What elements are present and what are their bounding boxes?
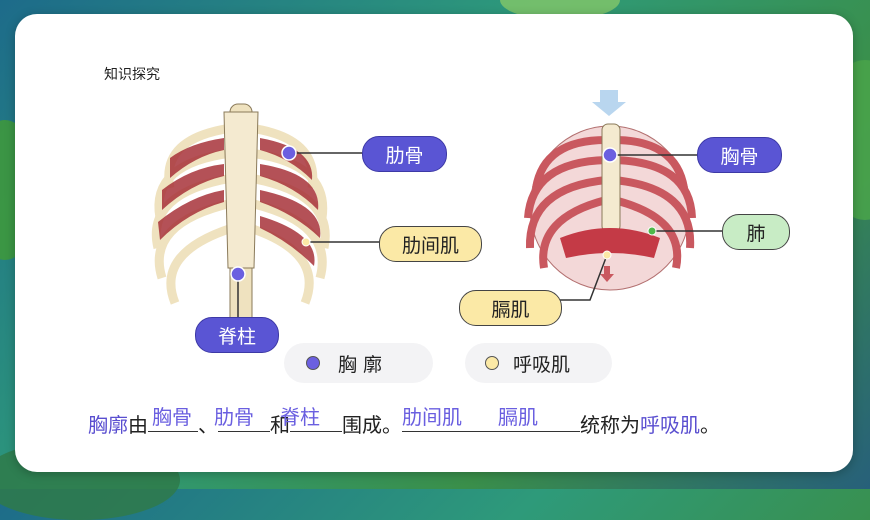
sentence-text: 围成。 bbox=[342, 413, 402, 437]
blank-1-answer: 胸骨 bbox=[152, 405, 192, 429]
blank-5-answer: 膈肌 bbox=[498, 405, 538, 429]
sentence-text: 、 bbox=[198, 413, 218, 437]
sentence-text: 。 bbox=[700, 413, 720, 437]
blank-2[interactable]: 肋骨 bbox=[214, 405, 270, 432]
blank-4[interactable]: 肋间肌 bbox=[402, 405, 494, 432]
blank-5[interactable]: 膈肌 bbox=[494, 405, 580, 432]
diaphragm-marker bbox=[602, 250, 612, 260]
blank-3[interactable]: 脊柱 bbox=[280, 405, 342, 432]
rib-marker bbox=[281, 145, 297, 161]
blank-3-answer: 脊柱 bbox=[280, 405, 320, 429]
spine-marker bbox=[230, 266, 246, 282]
rib-label: 肋骨 bbox=[362, 136, 447, 172]
legend-respiratory-muscle-label: 呼吸肌 bbox=[513, 353, 571, 376]
blank-4-answer: 肋间肌 bbox=[402, 405, 462, 429]
spine-label: 脊柱 bbox=[195, 317, 279, 353]
sternum-marker bbox=[602, 147, 618, 163]
diaphragm-label: 膈肌 bbox=[459, 290, 562, 326]
blank-1[interactable]: 胸骨 bbox=[148, 405, 198, 432]
lung-marker bbox=[647, 226, 657, 236]
label-connectors bbox=[230, 145, 722, 318]
sentence-text: 由 bbox=[128, 413, 148, 437]
fill-in-sentence: 胸廓由胸骨、肋骨和脊柱围成。肋间肌 膈肌 统称为呼吸肌。 bbox=[88, 405, 720, 438]
blank-2-answer: 肋骨 bbox=[214, 405, 254, 429]
lung-label: 肺 bbox=[722, 214, 790, 250]
intercostal-marker bbox=[301, 237, 311, 247]
legend-thorax: 胸 廓 bbox=[284, 343, 433, 383]
section-title: 知识探究 bbox=[104, 67, 160, 83]
down-arrow-icon bbox=[600, 266, 614, 282]
sentence-text: 和 bbox=[270, 413, 290, 437]
intercostal-label: 肋间肌 bbox=[379, 226, 482, 262]
legend-respiratory-muscle: 呼吸肌 bbox=[465, 343, 612, 383]
sentence-term: 呼吸肌 bbox=[640, 413, 700, 437]
down-arrow-icon bbox=[592, 90, 626, 116]
sentence-subject: 胸廓 bbox=[88, 413, 128, 437]
purple-dot-icon bbox=[306, 356, 320, 370]
yellow-dot-icon bbox=[485, 356, 499, 370]
sternum-label: 胸骨 bbox=[697, 137, 782, 173]
legend-thorax-label: 胸 廓 bbox=[338, 353, 383, 376]
thorax-illustration-right bbox=[524, 90, 696, 291]
diaphragm-shape bbox=[560, 228, 660, 258]
sentence-text: 统称为 bbox=[580, 413, 640, 437]
